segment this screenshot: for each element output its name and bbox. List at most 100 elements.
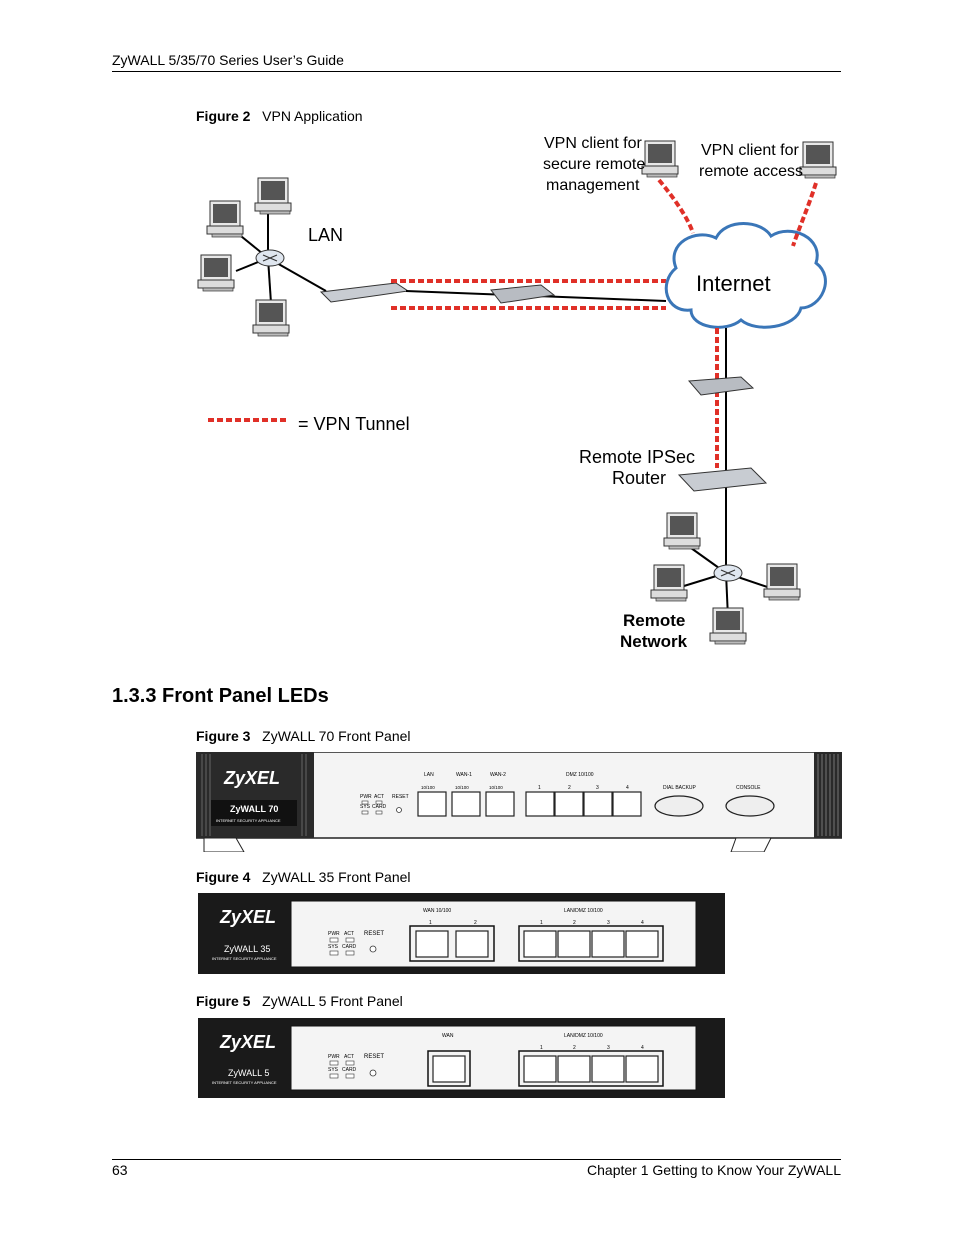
zyxel-logo: ZyXEL	[223, 768, 280, 788]
lan-port[interactable]	[591, 930, 625, 958]
model-subtitle: INTERNET SECURITY APPLIANCE	[216, 818, 281, 823]
lan-port[interactable]	[625, 1055, 659, 1083]
remote-router-label: Remote IPSec	[579, 447, 695, 467]
port-number: 3	[607, 1045, 610, 1051]
lan-port[interactable]	[557, 1055, 591, 1083]
port-number: 4	[641, 1045, 644, 1051]
figure2-caption: Figure 2 VPN Application	[196, 108, 363, 124]
lan-hub-icon	[255, 249, 285, 267]
vpn-tunnel-line	[791, 182, 818, 247]
led-indicator	[329, 937, 339, 943]
dial-backup-label: DIAL BACKUP	[663, 785, 697, 791]
reset-button[interactable]	[396, 807, 402, 813]
figure3-caption: Figure 3 ZyWALL 70 Front Panel	[196, 728, 411, 744]
port-number: 2	[573, 920, 576, 926]
reset-button[interactable]	[369, 1069, 377, 1077]
header-rule	[112, 71, 841, 72]
console-label: CONSOLE	[736, 785, 761, 791]
led-label: SYS	[328, 1067, 339, 1073]
dmz-port[interactable]	[612, 791, 642, 817]
lan-port[interactable]	[523, 930, 557, 958]
wan1-port[interactable]	[451, 791, 481, 817]
led-label: ACT	[344, 931, 354, 937]
figure4-caption-text: ZyWALL 35 Front Panel	[262, 869, 411, 885]
zywall35-front-panel: ZyXEL ZyWALL 35 INTERNET SECURITY APPLIA…	[198, 893, 725, 974]
router-icon	[687, 376, 755, 396]
model-subtitle: INTERNET SECURITY APPLIANCE	[212, 1080, 277, 1085]
led-indicator	[345, 1060, 355, 1066]
dmz-port[interactable]	[583, 791, 613, 817]
running-header: ZyWALL 5/35/70 Series User’s Guide	[112, 52, 344, 68]
port-speed-label: 10/100	[455, 785, 469, 790]
led-indicator	[345, 950, 355, 956]
led-indicator	[375, 810, 383, 815]
lan-computer-icon	[252, 299, 290, 337]
figure2-caption-text: VPN Application	[262, 108, 363, 124]
led-label: SYS	[328, 944, 339, 950]
remote-computer-icon	[763, 563, 801, 601]
port-number: 4	[626, 785, 629, 791]
lan-port[interactable]	[557, 930, 591, 958]
footer-rule	[112, 1159, 841, 1160]
section-title: 1.3.3 Front Panel LEDs	[112, 685, 329, 707]
port-number: 3	[596, 785, 599, 791]
port-number: 1	[540, 1045, 543, 1051]
lan-port[interactable]	[591, 1055, 625, 1083]
led-label: PWR	[328, 1054, 340, 1060]
port-label: WAN-2	[490, 772, 506, 778]
led-indicator	[361, 800, 369, 805]
led-indicator	[345, 1073, 355, 1079]
wan2-port[interactable]	[485, 791, 515, 817]
zyxel-logo: ZyXEL	[219, 1032, 276, 1052]
lan-computer-icon	[206, 200, 244, 238]
port-number: 2	[568, 785, 571, 791]
port-number: 4	[641, 920, 644, 926]
wan-port[interactable]	[415, 930, 449, 958]
zywall5-front-panel: ZyXEL ZyWALL 5 INTERNET SECURITY APPLIAN…	[198, 1018, 725, 1098]
led-label: ACT	[344, 1054, 354, 1060]
model-name: ZyWALL 35	[224, 944, 270, 954]
figure2-label: Figure 2	[196, 108, 251, 124]
vpn-tunnel-line	[657, 178, 695, 234]
figure4-label: Figure 4	[196, 869, 251, 885]
port-number: 2	[573, 1045, 576, 1051]
vpn-client-mgmt-label: management	[546, 177, 640, 194]
wan-port[interactable]	[455, 930, 489, 958]
lan-port[interactable]	[417, 791, 447, 817]
dial-backup-port[interactable]	[654, 795, 704, 817]
figure5-caption: Figure 5 ZyWALL 5 Front Panel	[196, 993, 403, 1009]
port-number: 2	[474, 920, 477, 926]
led-indicator	[375, 800, 383, 805]
reset-label: RESET	[364, 931, 384, 937]
led-indicator	[329, 1073, 339, 1079]
lan-port[interactable]	[625, 930, 659, 958]
figure5-label: Figure 5	[196, 993, 251, 1009]
led-indicator	[345, 937, 355, 943]
led-label: ACT	[374, 794, 384, 800]
led-label: CARD	[372, 804, 387, 810]
page-number: 63	[112, 1162, 128, 1178]
zywall70-front-panel: ZyXEL ZyWALL 70 INTERNET SECURITY APPLIA…	[196, 752, 842, 852]
dmz-port[interactable]	[554, 791, 584, 817]
dmz-port[interactable]	[525, 791, 555, 817]
wan-port[interactable]	[432, 1055, 466, 1083]
lan-computer-icon	[254, 177, 292, 215]
console-port[interactable]	[725, 795, 775, 817]
figure5-caption-text: ZyWALL 5 Front Panel	[262, 993, 403, 1009]
lan-computer-icon	[197, 254, 235, 292]
figure3-caption-text: ZyWALL 70 Front Panel	[262, 728, 411, 744]
figure4-caption: Figure 4 ZyWALL 35 Front Panel	[196, 869, 411, 885]
wan-label: WAN 10/100	[423, 908, 451, 914]
led-label: CARD	[342, 1067, 357, 1073]
vpn-client-computer-icon	[799, 141, 837, 179]
remote-computer-icon	[650, 564, 688, 602]
chapter-title: Chapter 1 Getting to Know Your ZyWALL	[587, 1162, 841, 1178]
foot	[203, 837, 245, 852]
remote-network-label: Remote	[623, 611, 685, 630]
led-label: SYS	[360, 804, 371, 810]
remote-computer-icon	[709, 607, 747, 645]
lan-label: LAN	[308, 225, 343, 245]
led-indicator	[329, 950, 339, 956]
reset-button[interactable]	[369, 945, 377, 953]
lan-port[interactable]	[523, 1055, 557, 1083]
